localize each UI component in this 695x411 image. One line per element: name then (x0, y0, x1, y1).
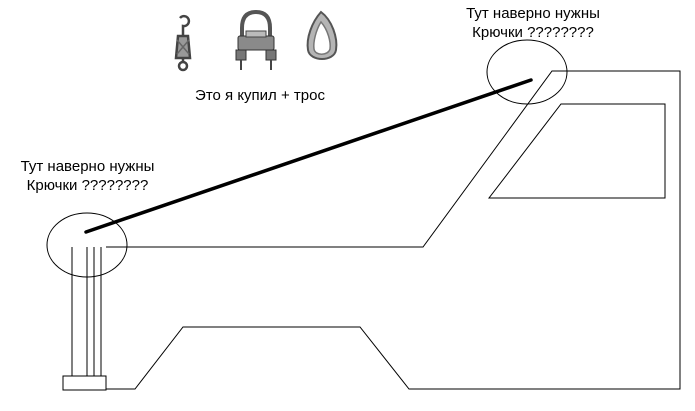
cabin-window (487, 103, 666, 199)
purchase-caption: Это я купил + трос (195, 87, 325, 104)
hook-note-left-line2: Крючки ???????? (26, 177, 149, 194)
wire-rope-clip-icon (235, 9, 277, 70)
hook-note-left-line1: Тут наверно нужны (20, 158, 155, 175)
hook-note-left: Тут наверно нужны Крючки ???????? (0, 157, 175, 195)
rope-thimble-icon (306, 10, 338, 60)
hook-note-right: Тут наверно нужны Крючки ???????? (408, 4, 658, 42)
boat-outline (62, 70, 681, 391)
hull-outline (106, 70, 681, 390)
mast-base (62, 375, 107, 391)
cable-line (84, 78, 533, 234)
hook-note-right-line1: Тут наверно нужны (466, 5, 600, 22)
hook-note-right-line2: Крючки ???????? (472, 24, 594, 41)
hook-area-circle-right (486, 39, 568, 105)
turnbuckle-icon (174, 14, 192, 72)
hook-area-circle-left (46, 212, 128, 278)
